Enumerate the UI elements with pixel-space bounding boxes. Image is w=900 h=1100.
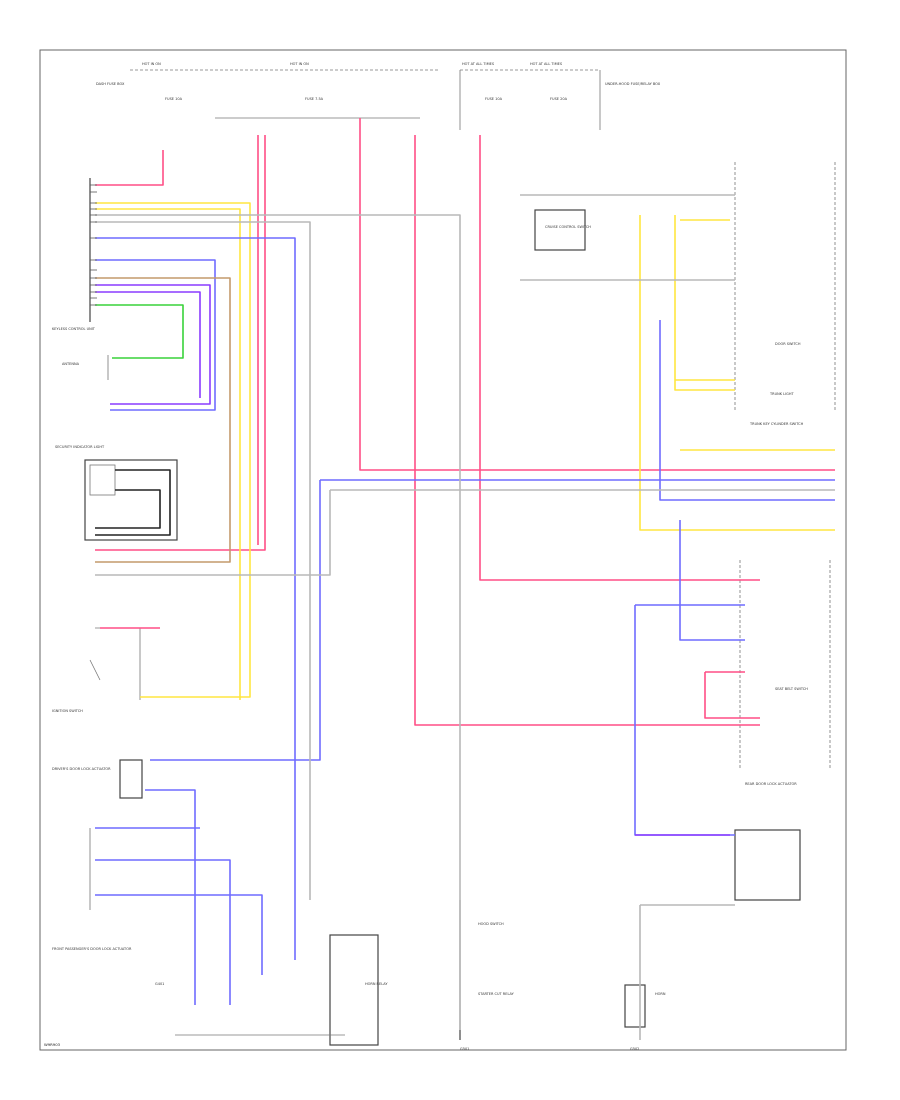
wire-blue-5 [659,320,835,501]
wire-pink-5 [414,135,760,726]
driver-door-lock-label: DRIVER'S DOOR LOCK ACTUATOR [52,767,111,771]
dash-fuse-box-label: DASH FUSE BOX [96,82,125,86]
fuse-label-b: FUSE 7.5A [305,97,324,101]
wire-blue-2 [95,259,216,411]
wire-blue-1 [95,237,296,960]
wire-grey-1 [95,214,461,1030]
wire-pink-2 [95,135,266,551]
wire-pink-6 [479,135,760,581]
wire-yellow-4 [674,215,735,391]
antenna-block: ANTENNA [62,355,109,380]
wire-black-2 [95,489,161,529]
footer-code: W9R903 [44,1042,61,1047]
fuse-box-label-3: HOT AT ALL TIMES [462,62,495,66]
rear-door-lock-label: REAR DOOR LOCK ACTUATOR [745,782,797,786]
front-passenger-lock-label: FRONT PASSENGER'S DOOR LOCK ACTUATOR [52,947,132,951]
wire-pink-8 [704,672,760,719]
wire-blue-9 [145,789,196,1005]
lower-components: HORN RELAY HOOD SWITCH STARTER CUT RELAY… [155,900,666,1051]
trunk-switch-label: TRUNK KEY CYLINDER SWITCH [749,422,804,426]
ignition-switch-block: IGNITION SWITCH [52,627,141,713]
trunk-light-label: TRUNK LIGHT [769,392,794,396]
fuse-label-a: FUSE 10A [165,97,183,101]
power-bus-area: HOT IN ON HOT IN ON HOT AT ALL TIMES HOT… [96,62,661,130]
right-components: CRUISE CONTROL SWITCH DOOR SWITCH TRUNK … [534,162,836,901]
wire-grey-2 [95,221,311,900]
fuse-box-label-4: HOT AT ALL TIMES [530,62,563,66]
wire-layer [90,118,835,1040]
security-indicator-block: SECURITY INDICATOR LIGHT [55,445,178,541]
wire-violet-2 [95,291,201,398]
wire-green-1 [95,304,184,359]
horn-relay-label: HORN RELAY [365,982,388,986]
fuse-label-d: FUSE 20A [550,97,568,101]
wire-blue-11 [95,859,231,1005]
wire-yellow-2 [95,208,241,700]
wire-pink-1 [95,150,164,186]
keyless-control-unit: KEYLESS CONTROL UNIT [52,178,96,331]
seatbelt-switch-label: SEAT BELT SWITCH [775,687,808,691]
antenna-label: ANTENNA [62,362,80,366]
ignition-switch-label: IGNITION SWITCH [52,709,83,713]
security-indicator-label: SECURITY INDICATOR LIGHT [55,445,105,449]
horn-label: HORN [655,992,666,996]
fuse-box-label-1: HOT IN ON [142,62,161,66]
keyless-control-label: KEYLESS CONTROL UNIT [52,327,96,331]
wire-blue-6 [679,520,745,641]
hood-switch-label: HOOD SWITCH [478,922,504,926]
starter-cut-label: STARTER CUT RELAY [478,992,515,996]
diagram-frame [39,49,847,1051]
wire-grey-4 [95,490,331,576]
wire-blue-4 [150,480,321,761]
ground-label-g501: G501 [460,1047,469,1051]
ground-label-g502: G502 [630,1047,639,1051]
fuse-label-c: FUSE 10A [485,97,503,101]
wire-violet-1 [95,284,211,405]
fuse-box-label-2: HOT IN ON [290,62,309,66]
door-lock-actuator-block: DRIVER'S DOOR LOCK ACTUATOR [52,759,143,799]
under-hood-fuse-label: UNDER-HOOD FUSE/RELAY BOX [605,82,661,86]
cruise-control-label: CRUISE CONTROL SWITCH [545,225,591,229]
wire-yellow-1 [95,202,251,698]
wire-yellow-3 [639,215,835,531]
wire-black-1 [95,469,171,536]
wire-pink-4 [359,118,835,471]
wire-blue-12 [95,894,263,975]
wire-brown-1 [95,277,231,563]
ground-label-g401: G401 [155,982,164,986]
lower-left-rail: FRONT PASSENGER'S DOOR LOCK ACTUATOR [52,828,132,951]
door-switch-label: DOOR SWITCH [775,342,801,346]
